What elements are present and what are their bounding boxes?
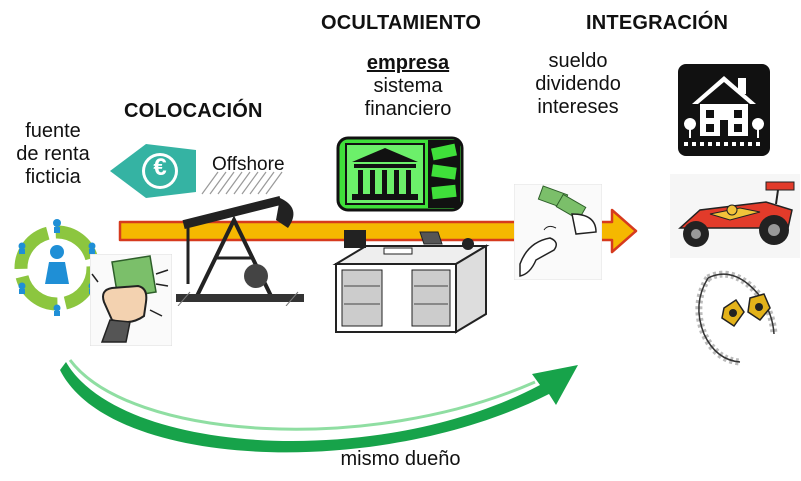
person-cycle-icon	[14, 219, 100, 316]
source-line: fuente	[25, 120, 81, 142]
income-line: sueldo	[548, 50, 608, 72]
office-desk-icon	[332, 230, 490, 334]
phase-title-ocultamiento: OCULTAMIENTO	[321, 12, 482, 34]
jewelry-icon	[695, 270, 778, 366]
system-line: financiero	[364, 98, 452, 120]
system-line: sistema	[373, 75, 443, 97]
house-icon	[678, 64, 770, 156]
income-line: intereses	[537, 96, 619, 118]
income-label: sueldo dividendo intereses	[524, 50, 632, 119]
source-label: fuente de renta ficticia	[0, 120, 106, 189]
same-owner-label: mismo dueño	[340, 448, 461, 470]
source-line: de renta	[16, 143, 90, 165]
euro-arrow-icon	[110, 144, 196, 198]
bank-card-icon	[336, 136, 464, 212]
company-label: empresa sistema financiero	[340, 52, 476, 121]
offshore-shadow	[201, 171, 283, 195]
source-line: ficticia	[25, 166, 81, 188]
oil-pump-icon	[176, 196, 304, 306]
money-fist-icon	[90, 254, 172, 346]
phase-title-integracion: INTEGRACIÓN	[586, 12, 729, 34]
race-car-icon	[670, 174, 800, 258]
company-text: empresa	[366, 52, 450, 74]
offshore-label: Offshore	[212, 154, 285, 175]
phase-title-colocacion: COLOCACIÓN	[124, 100, 263, 122]
euro-symbol: €	[153, 154, 167, 181]
money-handoff-icon	[514, 184, 602, 280]
income-line: dividendo	[535, 73, 621, 95]
